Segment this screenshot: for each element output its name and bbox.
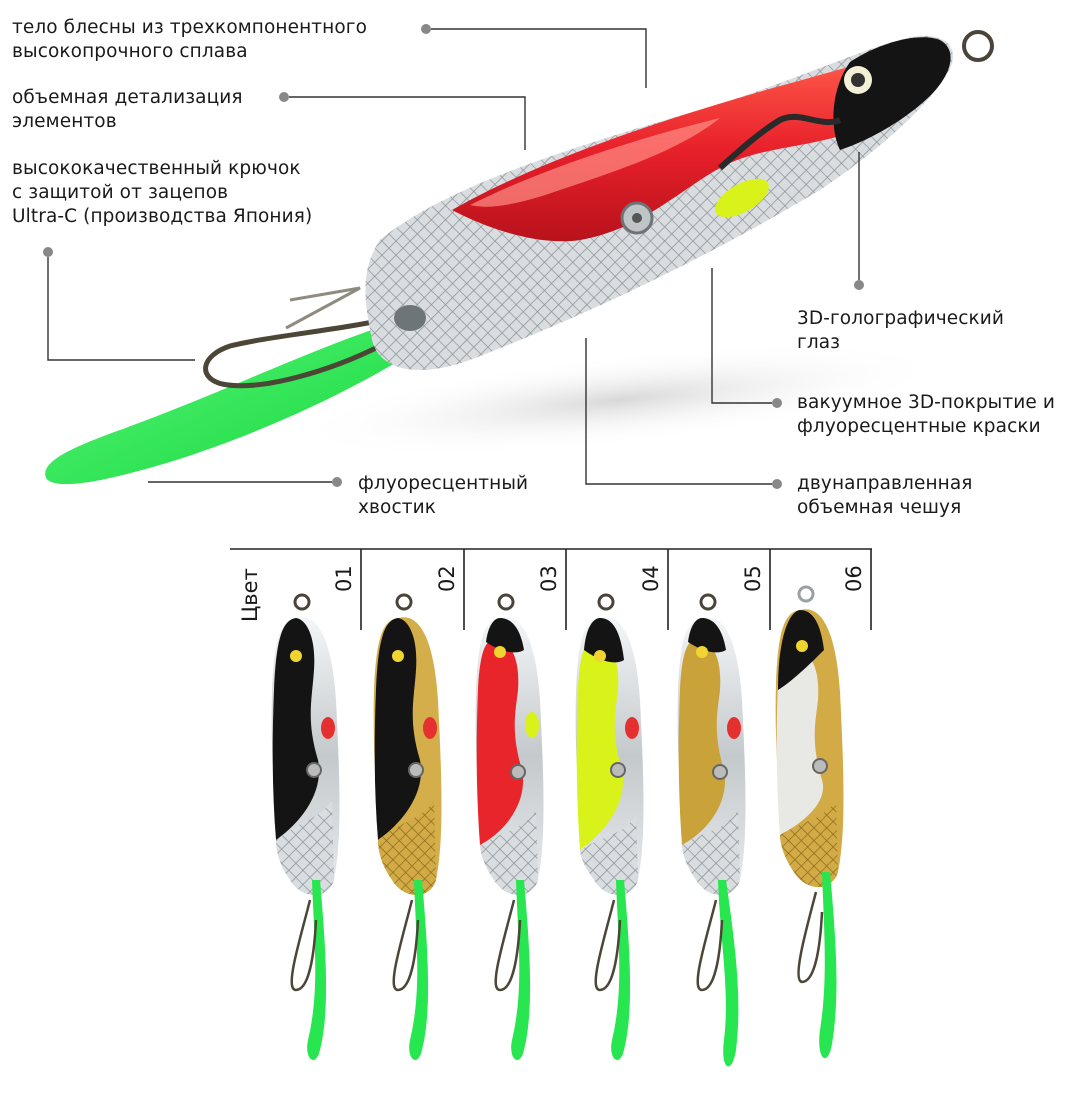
callout-hook-line-1: высококачественный крючок [12,158,301,179]
callout-body-line-1: тело блесны из трехкомпонентного [12,17,368,38]
callout-eye: 3D-голографический глаз [797,307,1004,355]
callout-hook-line-3: Ultra-C (производства Япония) [12,206,313,227]
lure-color-04 [575,593,644,1061]
lure-color-06 [775,585,844,1059]
color-table-grid [230,548,872,630]
callout-detail-line-2: элементов [12,111,117,132]
color-column-03: 03 [537,565,561,592]
callout-body-alloy: тело блесны из трехкомпонентного высокоп… [12,16,367,64]
callout-body-line-2: высокопрочного сплава [12,41,248,62]
color-column-01: 01 [332,565,356,592]
color-column-06: 06 [842,565,866,592]
color-column-04: 04 [639,565,663,592]
callout-coating-line-2: флуоресцентные краски [797,416,1041,437]
callout-lines [43,24,864,489]
lure-color-02 [373,593,442,1061]
lure-color-03 [475,593,544,1061]
callout-scale-line-2: объемная чешуя [797,497,962,518]
callout-detail: объемная детализация элементов [12,86,243,134]
callout-eye-line-1: 3D-голографический [797,308,1005,329]
callout-detail-line-1: объемная детализация [12,87,243,108]
main-lure-image [45,30,994,485]
color-column-02: 02 [435,565,459,592]
callout-tail-line-1: флуоресцентный [358,473,529,494]
color-table-header: Цвет [238,568,262,622]
callout-coating-line-1: вакуумное 3D-покрытие и [797,392,1055,413]
lure-color-01 [271,593,340,1061]
lure-color-05 [677,593,746,1067]
callout-coating: вакуумное 3D-покрытие и флуоресцентные к… [797,391,1055,439]
callout-scale: двунаправленная объемная чешуя [797,472,973,520]
callout-hook-line-2: с защитой от зацепов [12,182,229,203]
callout-tail: флуоресцентный хвостик [358,472,528,520]
callout-hook: высококачественный крючок с защитой от з… [12,157,312,229]
color-column-05: 05 [741,565,765,592]
callout-eye-line-2: глаз [797,332,841,353]
callout-scale-line-1: двунаправленная [797,473,973,494]
callout-tail-line-2: хвостик [358,497,437,518]
